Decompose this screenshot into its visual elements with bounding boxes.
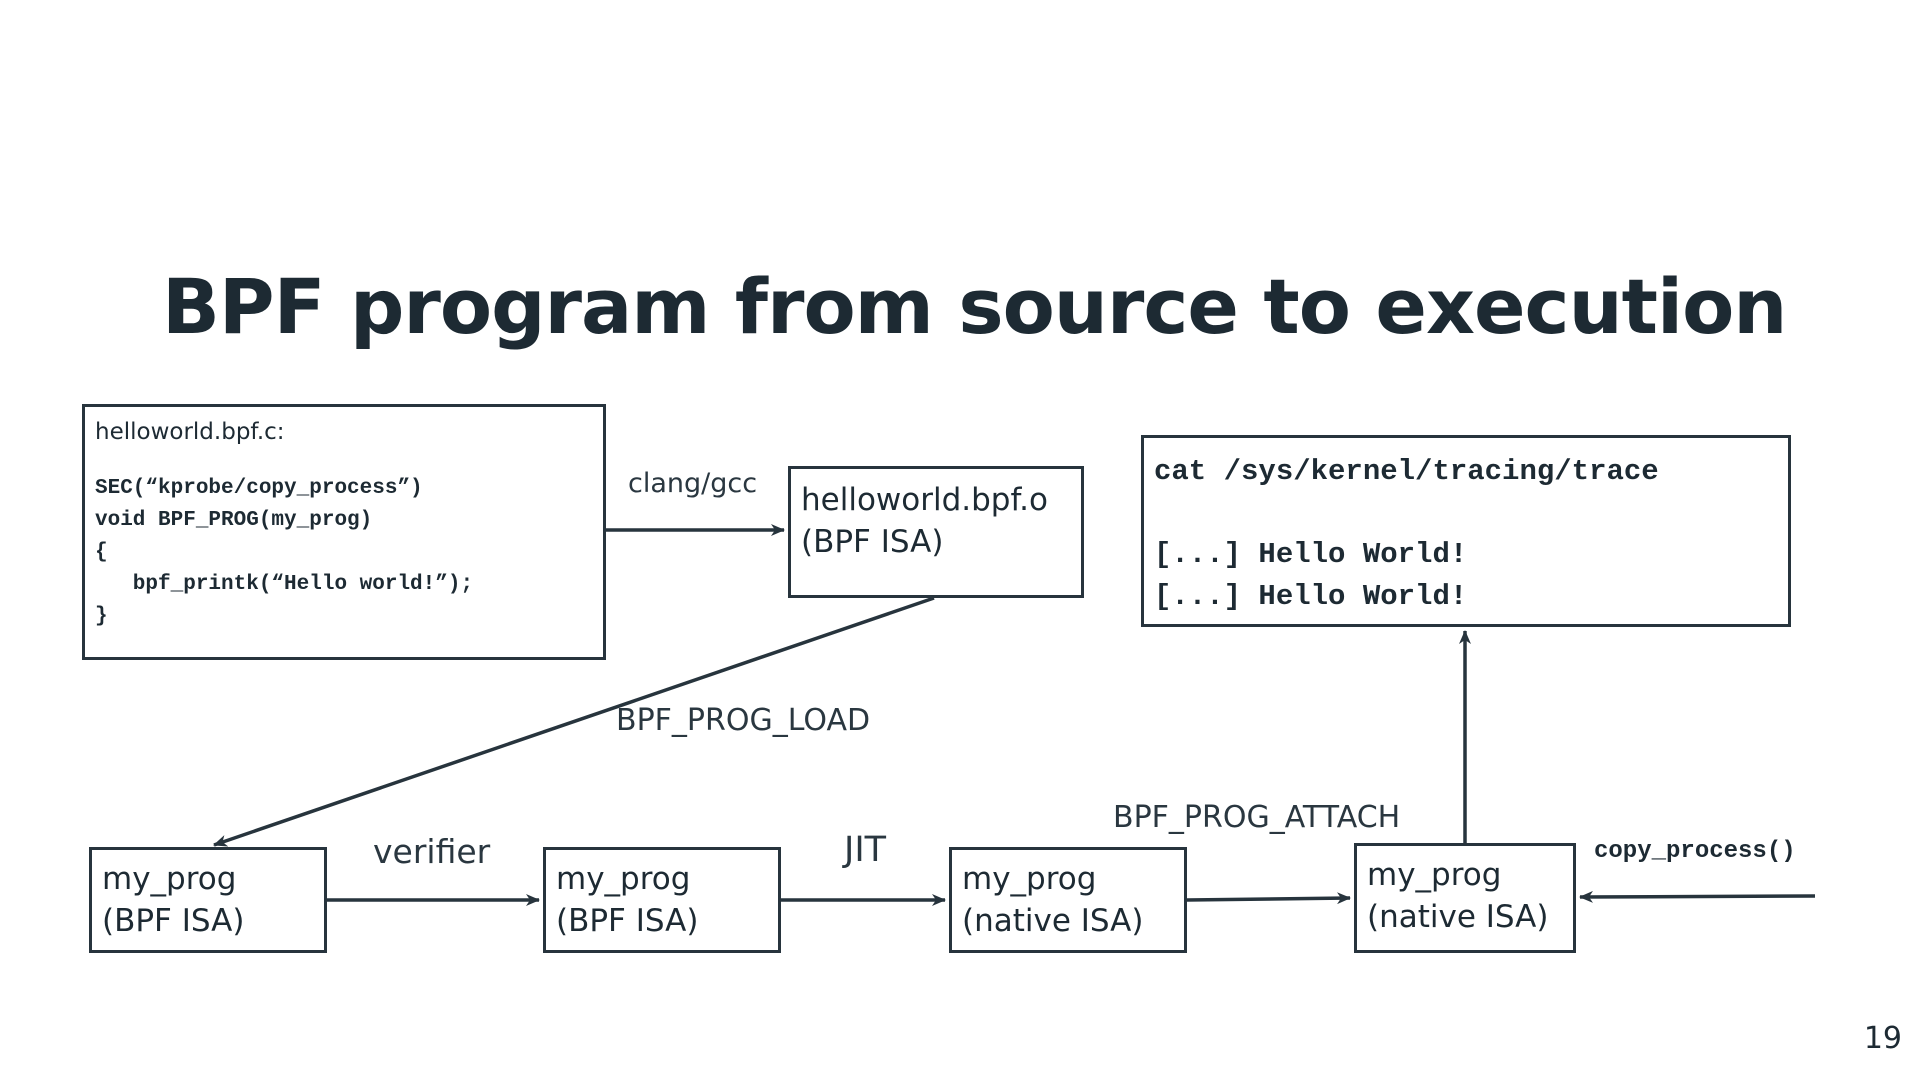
code-line: } (95, 605, 108, 628)
stage-name: my_prog (962, 861, 1097, 897)
code-line: bpf_printk(“Hello world!”); (95, 573, 474, 596)
stage-isa: (BPF ISA) (102, 903, 245, 939)
stage-isa: (native ISA) (1367, 899, 1549, 935)
trigger-label: copy_process() (1594, 838, 1796, 865)
jit-label: JIT (844, 830, 887, 870)
stage-name: my_prog (556, 861, 691, 897)
source-code-box: helloworld.bpf.c: SEC(“kprobe/copy_proce… (82, 404, 606, 660)
code-line: { (95, 541, 108, 564)
stage-box-verified: my_prog (BPF ISA) (543, 847, 781, 953)
stage-box-bpf-isa: my_prog (BPF ISA) (89, 847, 327, 953)
object-file-box: helloworld.bpf.o (BPF ISA) (788, 466, 1084, 598)
stage-name: my_prog (102, 861, 237, 897)
page-number: 19 (1863, 1021, 1902, 1056)
trace-command: cat /sys/kernel/tracing/trace (1154, 455, 1659, 488)
compile-label: clang/gcc (628, 468, 758, 499)
verify-label: verifier (373, 832, 491, 871)
load-arrow (213, 596, 935, 847)
load-label: BPF_PROG_LOAD (616, 703, 871, 738)
stage-isa: (BPF ISA) (556, 903, 699, 939)
code-line: SEC(“kprobe/copy_process”) (95, 477, 423, 500)
page-title: BPF program from source to execution (162, 262, 1787, 351)
source-filename: helloworld.bpf.c: (95, 419, 285, 445)
stage-isa: (native ISA) (962, 903, 1144, 939)
object-file-name: helloworld.bpf.o (801, 482, 1048, 518)
stage-name: my_prog (1367, 857, 1502, 893)
code-line: void BPF_PROG(my_prog) (95, 509, 373, 532)
object-file-isa: (BPF ISA) (801, 524, 944, 560)
attach-label: BPF_PROG_ATTACH (1113, 800, 1401, 835)
stage-box-attached: my_prog (native ISA) (1354, 843, 1576, 953)
trace-output-line: [...] Hello World! (1154, 580, 1468, 613)
stage-box-native: my_prog (native ISA) (949, 847, 1187, 953)
trace-output-box: cat /sys/kernel/tracing/trace [...] Hell… (1141, 435, 1791, 627)
trigger-arrow (1579, 890, 1816, 903)
attach-arrow (1186, 892, 1351, 905)
trace-output-line: [...] Hello World! (1154, 538, 1468, 571)
